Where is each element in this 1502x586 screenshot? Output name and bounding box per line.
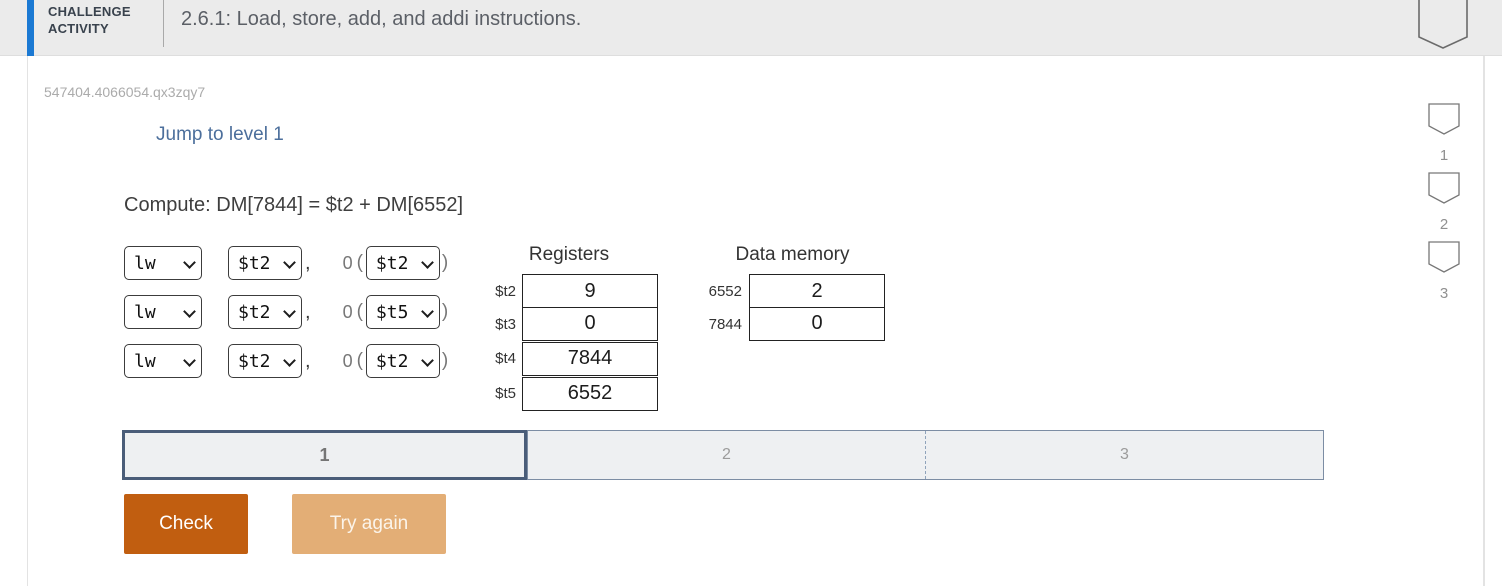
opcode-select[interactable]: lw — [124, 344, 202, 378]
try-again-button[interactable]: Try again — [292, 494, 446, 554]
progress-segment-3: 3 — [1120, 446, 1129, 463]
level-rail-item-3: 3 — [1427, 241, 1461, 302]
progress-segment-2: 2 — [528, 431, 926, 479]
level-number: 1 — [1439, 147, 1449, 164]
instruction-row: lw $t2 , 0 ( $t5 ) — [124, 295, 448, 329]
memory-row: 6552 2 — [700, 274, 885, 308]
content-right-border — [1483, 56, 1485, 586]
data-memory-table: Data memory 6552 2 7844 0 — [700, 244, 885, 341]
data-memory-title: Data memory — [735, 244, 850, 265]
memory-address: 6552 — [708, 282, 742, 300]
rt-register-select[interactable]: $t2 — [228, 295, 302, 329]
opcode-select[interactable]: lw — [124, 295, 202, 329]
register-row: $t3 0 — [480, 306, 658, 341]
register-value: 9 — [522, 274, 658, 308]
level-number: 2 — [1439, 216, 1449, 233]
open-paren: ( — [356, 301, 363, 322]
kicker-line1: CHALLENGE — [48, 4, 131, 19]
memory-address: 7844 — [708, 315, 742, 333]
register-name: $t3 — [495, 315, 516, 333]
banner-icon — [1418, 0, 1468, 49]
rt-register-select[interactable]: $t2 — [228, 246, 302, 280]
challenge-activity-label: CHALLENGE ACTIVITY — [48, 3, 131, 37]
memory-row: 7844 0 — [700, 306, 885, 341]
register-value: 0 — [522, 306, 658, 341]
open-paren: ( — [356, 252, 363, 273]
base-register-select[interactable]: $t2 — [365, 246, 440, 280]
comma: , — [305, 300, 311, 323]
page-title: 2.6.1: Load, store, add, and addi instru… — [181, 8, 582, 30]
kicker-line2: ACTIVITY — [48, 21, 109, 36]
registers-title: Registers — [528, 244, 610, 265]
register-row: $t4 7844 — [480, 341, 658, 376]
jump-to-level-link[interactable]: Jump to level 1 — [156, 124, 284, 145]
close-paren: ) — [441, 301, 449, 322]
register-value: 7844 — [522, 341, 658, 376]
register-name: $t5 — [495, 384, 516, 402]
memory-value: 0 — [749, 306, 885, 341]
instruction-row: lw $t2 , 0 ( $t2 ) — [124, 246, 448, 280]
comma: , — [305, 251, 311, 274]
register-value: 6552 — [522, 376, 658, 411]
register-name: $t4 — [495, 349, 516, 367]
registers-table: Registers $t2 9 $t3 0 $t4 7844 $t5 6552 — [480, 244, 658, 411]
accent-stripe — [27, 0, 34, 56]
level-rail-item-1: 1 — [1427, 103, 1461, 164]
level-banner-icon — [1428, 172, 1460, 204]
offset-value: 0 — [342, 252, 353, 273]
compute-prompt: Compute: DM[7844] = $t2 + DM[6552] — [124, 194, 464, 216]
header-divider — [163, 0, 164, 47]
content-left-border — [27, 56, 28, 586]
level-number: 3 — [1439, 285, 1449, 302]
check-button[interactable]: Check — [124, 494, 248, 554]
progress-segment-1-active: 1 — [122, 430, 527, 480]
open-paren: ( — [356, 350, 363, 371]
progress-segments-2-3: 2 3 — [527, 430, 1324, 480]
level-rail-item-2: 2 — [1427, 172, 1461, 233]
level-banner-icon — [1428, 103, 1460, 135]
close-paren: ) — [441, 350, 449, 371]
close-paren: ) — [441, 252, 449, 273]
offset-value: 0 — [342, 350, 353, 371]
activity-id: 547404.4066054.qx3zqy7 — [44, 84, 206, 100]
memory-value: 2 — [749, 274, 885, 308]
comma: , — [305, 349, 311, 372]
rt-register-select[interactable]: $t2 — [228, 344, 302, 378]
level-banner-icon — [1428, 241, 1460, 273]
base-register-select[interactable]: $t5 — [365, 295, 440, 329]
opcode-select[interactable]: lw — [124, 246, 202, 280]
offset-value: 0 — [342, 301, 353, 322]
register-name: $t2 — [495, 282, 516, 300]
header-bar: CHALLENGE ACTIVITY 2.6.1: Load, store, a… — [0, 0, 1502, 56]
instruction-row: lw $t2 , 0 ( $t2 ) — [124, 344, 448, 378]
register-row: $t2 9 — [480, 274, 658, 308]
base-register-select[interactable]: $t2 — [365, 344, 440, 378]
register-row: $t5 6552 — [480, 376, 658, 411]
